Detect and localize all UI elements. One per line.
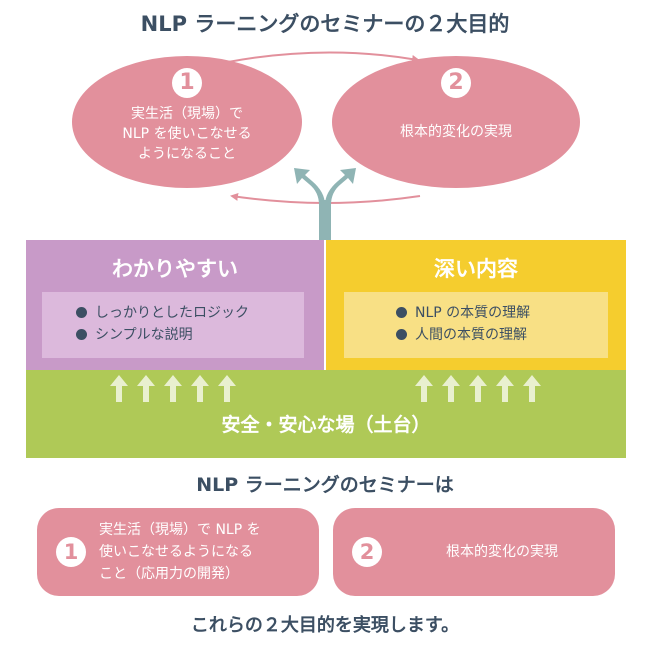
bullet-text: NLP の本質の理解 <box>415 305 531 321</box>
pillar-easy-to-understand: わかりやすい しっかりとしたロジック シンプルな説明 <box>26 240 324 370</box>
summary-card-2: 2 根本的変化の実現 <box>333 508 615 596</box>
split-arrow <box>294 168 356 240</box>
card-1-line-2: 使いこなせるようになる <box>99 544 253 560</box>
bullet-dot-icon <box>76 307 87 318</box>
card-1-text: 実生活（現場）で NLP を 使いこなせるようになる こと（応用力の開発） <box>99 519 313 585</box>
goal-1-line-1: 実生活（現場）で <box>131 106 243 122</box>
goal-1-line-2: NLP を使いこなせる <box>122 126 252 142</box>
bullet-dot-icon <box>396 307 407 318</box>
goal-1-text: 実生活（現場）で NLP を使いこなせる ようになること <box>72 104 302 164</box>
up-arrows-right-icon <box>415 375 541 402</box>
pillar-easy-bullets: しっかりとしたロジック シンプルな説明 <box>42 292 304 358</box>
bullet-dot-icon <box>396 329 407 340</box>
pillar-deep-bullets: NLP の本質の理解 人間の本質の理解 <box>344 292 608 358</box>
bullet-text: 人間の本質の理解 <box>415 327 527 343</box>
bullet-text: シンプルな説明 <box>95 327 193 343</box>
card-2-text: 根本的変化の実現 <box>395 541 609 563</box>
pillar-deep-content: 深い内容 NLP の本質の理解 人間の本質の理解 <box>326 240 626 370</box>
bullet-text: しっかりとしたロジック <box>95 305 249 321</box>
goal-1-ellipse: 1 実生活（現場）で NLP を使いこなせる ようになること <box>72 56 302 188</box>
goal-2-number: 2 <box>441 68 471 98</box>
summary-footer: これらの２大目的を実現します。 <box>190 615 460 636</box>
pillar-easy-heading: わかりやすい <box>112 257 238 281</box>
bullet-item: 人間の本質の理解 <box>396 324 608 346</box>
bullet-item: NLP の本質の理解 <box>396 302 608 324</box>
up-arrows-left-icon <box>110 375 236 402</box>
card-1-line-3: こと（応用力の開発） <box>99 566 239 582</box>
goal-2-line-1: 根本的変化の実現 <box>400 124 512 140</box>
cycle-arrows <box>227 51 421 240</box>
card-2-number: 2 <box>352 537 382 567</box>
card-2-line-1: 根本的変化の実現 <box>446 544 558 560</box>
summary-card-1: 1 実生活（現場）で NLP を 使いこなせるようになる こと（応用力の開発） <box>37 508 319 596</box>
goal-2-text: 根本的変化の実現 <box>332 122 580 142</box>
summary-heading: NLP ラーニングのセミナーは <box>196 474 454 496</box>
bullet-item: シンプルな説明 <box>76 324 304 346</box>
bullet-item: しっかりとしたロジック <box>76 302 304 324</box>
foundation-label: 安全・安心な場（土台） <box>221 414 431 436</box>
goal-1-line-3: ようになること <box>138 146 236 162</box>
bullet-dot-icon <box>76 329 87 340</box>
top-cycle-arrow <box>227 51 420 63</box>
goal-2-ellipse: 2 根本的変化の実現 <box>332 56 580 188</box>
card-1-number: 1 <box>56 537 86 567</box>
card-1-line-1: 実生活（現場）で NLP を <box>99 522 261 538</box>
diagram-title: NLP ラーニングのセミナーの２大目的 <box>140 12 510 36</box>
foundation-base: 安全・安心な場（土台） <box>26 370 626 458</box>
goal-1-number: 1 <box>172 68 202 98</box>
pillar-deep-heading: 深い内容 <box>434 257 518 281</box>
